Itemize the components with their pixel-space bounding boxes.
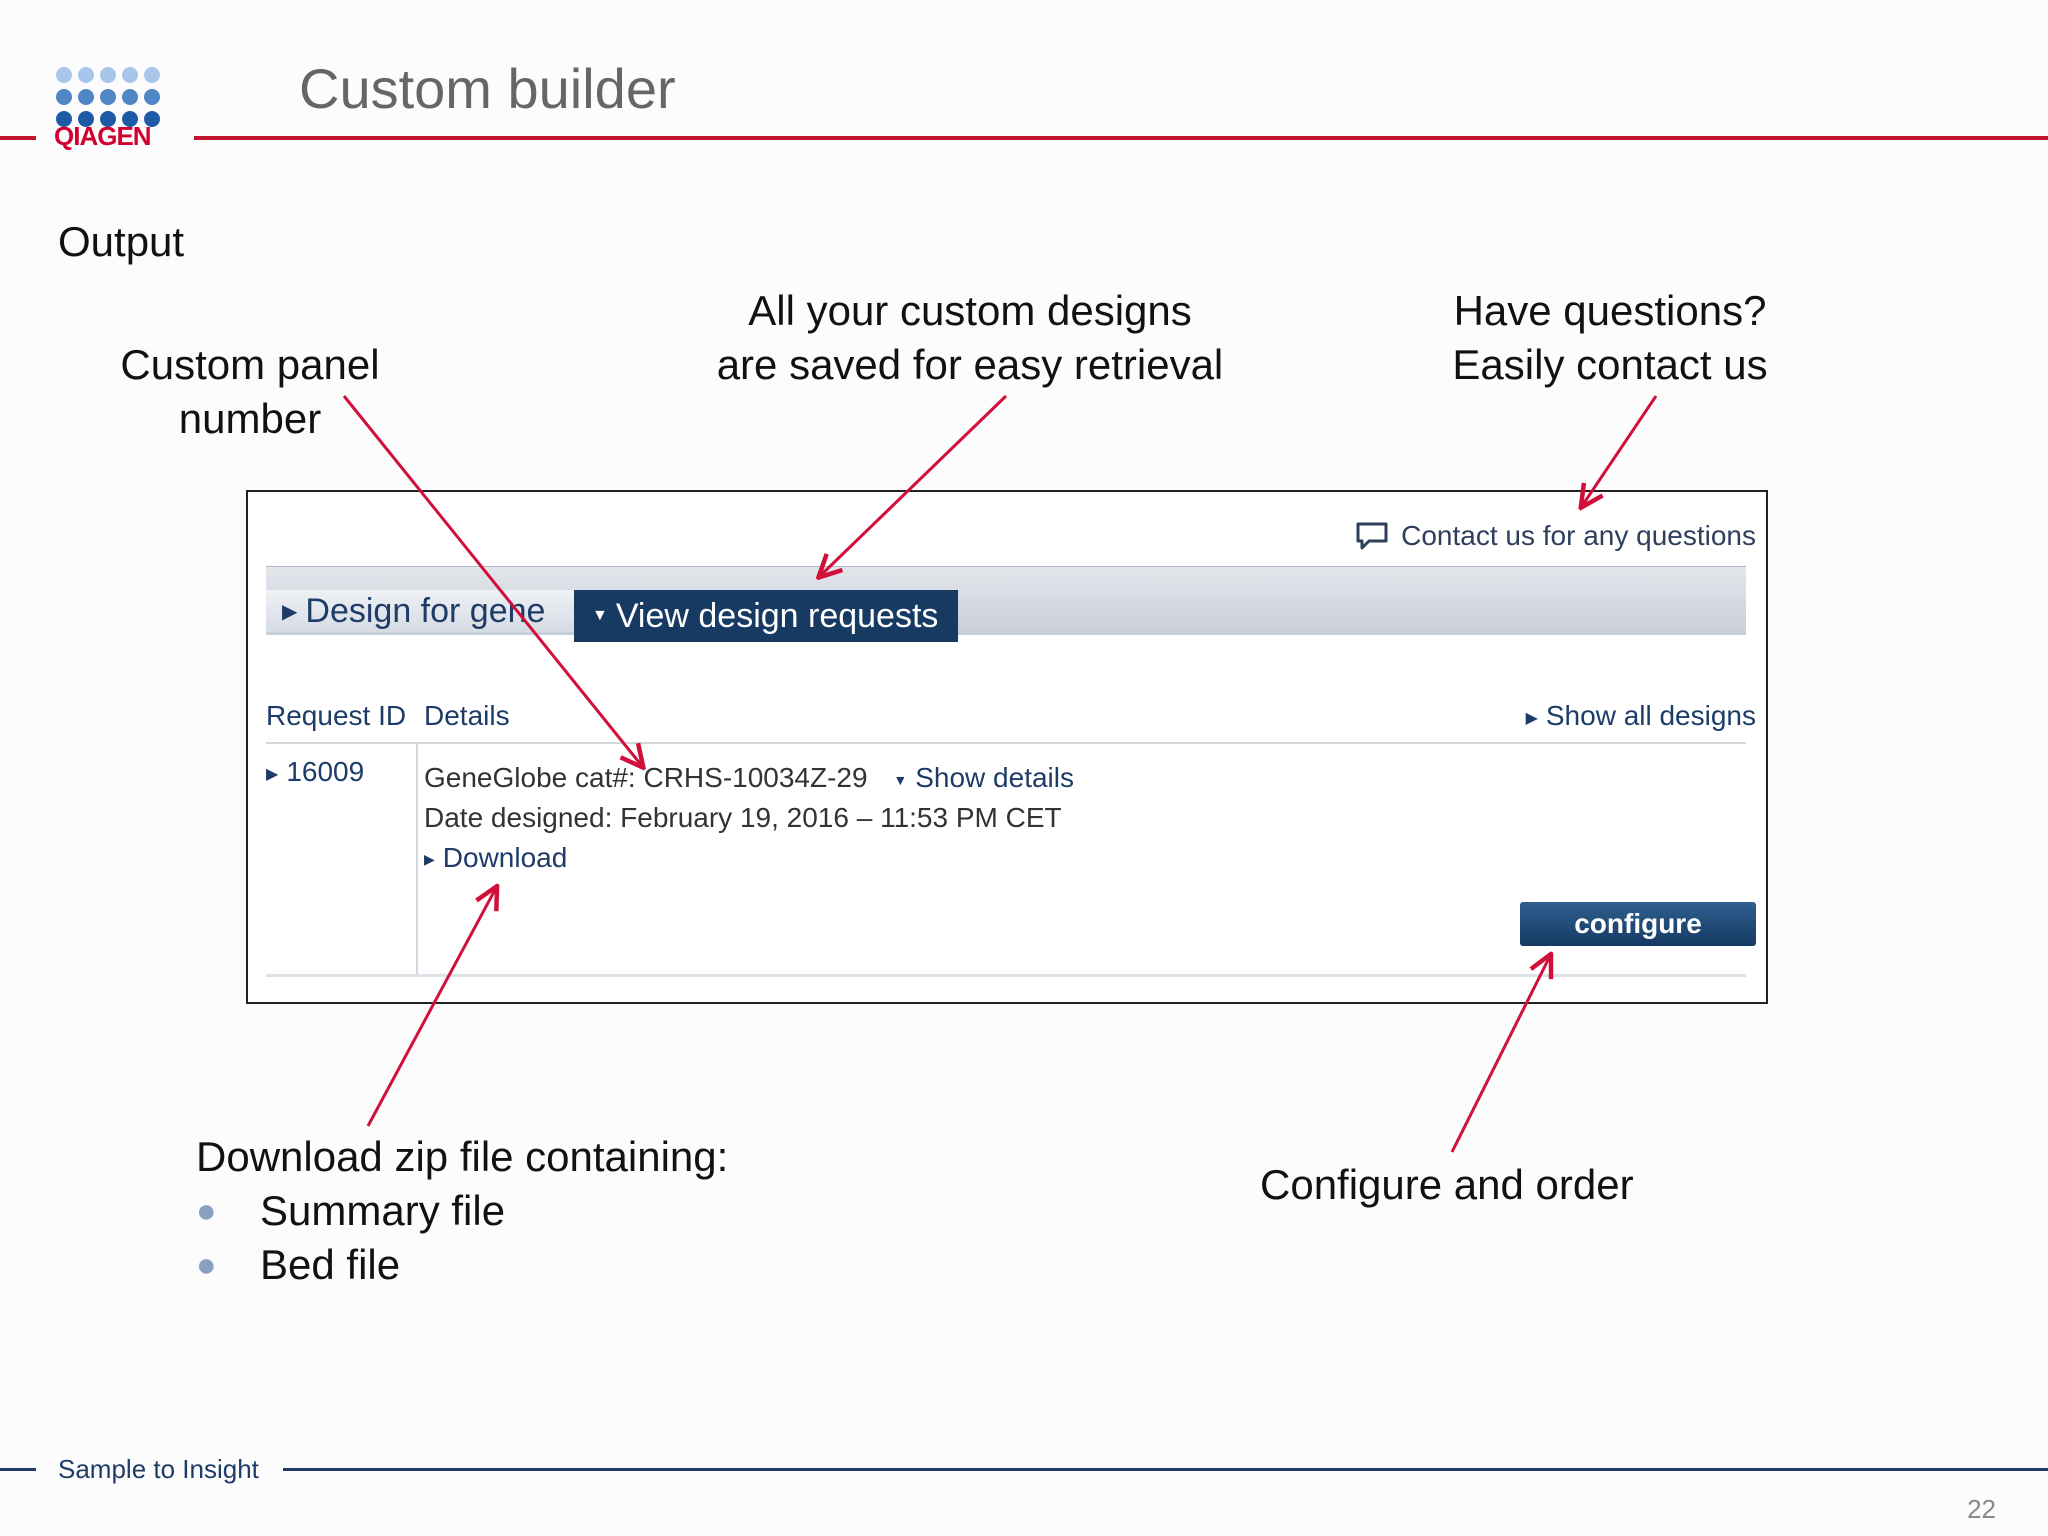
tab-view-design-requests[interactable]: ▼ View design requests — [574, 590, 958, 642]
qiagen-logo-text: QIAGEN — [54, 121, 152, 151]
callout-panel-line1: Custom panel — [120, 341, 380, 388]
show-details-label: Show details — [915, 762, 1074, 793]
slide-subtitle: Output — [58, 218, 185, 265]
callout-designs-line2: are saved for easy retrieval — [716, 341, 1224, 388]
arrow-download — [366, 888, 496, 1127]
callout-questions-line1: Have questions? — [1453, 287, 1767, 334]
list-item-label: Bed file — [260, 1241, 401, 1288]
bullet-icon: ● — [196, 1246, 217, 1284]
show-all-designs-label: Show all designs — [1545, 700, 1756, 731]
speech-bubble-icon — [1356, 522, 1388, 550]
qiagen-logo-dots — [56, 67, 160, 127]
catalog-label: GeneGlobe cat#: — [424, 762, 636, 793]
column-header-request-id: Request ID — [266, 700, 407, 731]
callout-questions-line2: Easily contact us — [1452, 341, 1768, 388]
page-number: 22 — [1967, 1494, 1996, 1524]
callout-saved-designs: All your custom designs are saved for ea… — [680, 284, 1260, 392]
caret-right-icon: ▶ — [1525, 709, 1538, 727]
column-header-details: Details — [424, 700, 510, 731]
date-value: February 19, 2016 – 11:53 PM CET — [620, 802, 1062, 833]
caret-right-icon: ▶ — [282, 600, 298, 623]
arrow-saved-designs — [820, 394, 1008, 576]
configure-button[interactable]: configure — [1520, 902, 1756, 946]
design-requests-panel: Contact us for any questions ▶ Design fo… — [246, 490, 1768, 1004]
footer-tagline: Sample to Insight — [58, 1454, 259, 1484]
callout-configure: Configure and order — [1260, 1161, 1634, 1208]
footer-divider — [283, 1468, 2048, 1471]
arrow-configure — [1450, 956, 1550, 1153]
request-id-value: 16009 — [286, 756, 365, 787]
callout-panel-number: Custom panel number — [100, 338, 400, 446]
list-item: ● Bed file — [196, 1238, 896, 1292]
header-row-divider — [266, 742, 1746, 744]
header-divider — [194, 136, 2048, 140]
callout-panel-line2: number — [178, 395, 322, 442]
list-item: ● Summary file — [196, 1184, 896, 1238]
caret-down-icon: ▼ — [592, 607, 608, 624]
bullet-icon: ● — [196, 1192, 217, 1230]
table-bottom-line — [266, 974, 1746, 977]
show-details-link[interactable]: ▼ Show details — [893, 762, 1074, 793]
header-divider-left — [0, 136, 36, 140]
show-all-designs-link[interactable]: ▶ Show all designs — [1526, 700, 1756, 732]
slide-title: Custom builder — [299, 57, 676, 120]
arrow-contact — [1582, 395, 1658, 506]
request-id-link[interactable]: ▶ 16009 — [266, 756, 364, 788]
contact-link-label: Contact us for any questions — [1401, 520, 1756, 551]
catalog-line: GeneGlobe cat#: CRHS-10034Z-29 ▼ Show det… — [424, 762, 1074, 794]
callout-download-heading: Download zip file containing: — [196, 1133, 729, 1180]
contact-link[interactable]: Contact us for any questions — [1355, 520, 1756, 552]
footer-divider-left — [0, 1468, 36, 1471]
date-label: Date designed: — [424, 802, 613, 833]
arrow-panel-number — [342, 395, 642, 766]
callout-contact: Have questions? Easily contact us — [1410, 284, 1810, 392]
tab-label: View design requests — [615, 596, 939, 635]
download-label: Download — [442, 842, 568, 873]
caret-right-icon: ▶ — [424, 851, 435, 868]
download-link[interactable]: ▶ Download — [424, 842, 567, 874]
catalog-number: CRHS-10034Z-29 — [643, 762, 868, 793]
callout-designs-line1: All your custom designs — [748, 287, 1192, 334]
caret-down-icon: ▼ — [893, 771, 908, 788]
download-contents-list: ● Summary file ● Bed file — [196, 1184, 896, 1292]
list-item-label: Summary file — [260, 1187, 506, 1234]
caret-right-icon: ▶ — [266, 765, 279, 783]
date-designed-line: Date designed: February 19, 2016 – 11:53… — [424, 802, 1062, 834]
column-divider — [416, 744, 418, 976]
callout-download: Download zip file containing: ● Summary f… — [196, 1130, 896, 1292]
